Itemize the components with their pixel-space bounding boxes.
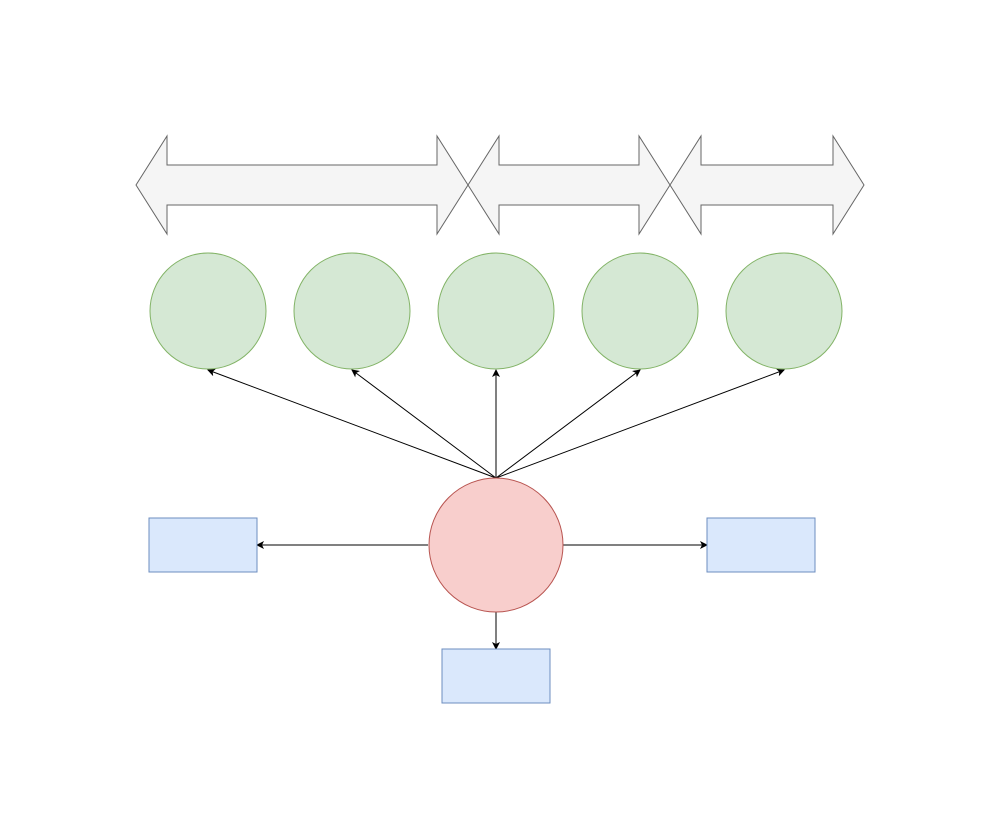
connector-center-to-green-1 — [207, 368, 497, 479]
blue-box-left[interactable] — [148, 517, 258, 573]
blue-box-right[interactable] — [706, 517, 816, 573]
timeline-arrow-3[interactable] — [669, 134, 865, 236]
green-circle-5-shape — [725, 252, 843, 370]
green-circles — [149, 252, 843, 370]
timeline-arrow-2-shape — [467, 134, 671, 236]
connector-center-to-green-4 — [495, 369, 641, 479]
blue-box-right-shape — [706, 517, 816, 573]
connector-center-to-green-5 — [495, 368, 785, 479]
green-circle-2-shape — [293, 252, 411, 370]
green-circle-1-shape — [149, 252, 267, 370]
green-circle-3[interactable] — [437, 252, 555, 370]
green-circle-4-shape — [581, 252, 699, 370]
blue-box-left-shape — [148, 517, 258, 573]
timeline-arrow-1[interactable] — [135, 134, 469, 236]
blue-box-bottom-shape — [441, 648, 551, 704]
center-circle[interactable] — [428, 477, 564, 613]
blue-box-bottom[interactable] — [441, 648, 551, 704]
green-circle-2[interactable] — [293, 252, 411, 370]
timeline-arrows — [135, 134, 865, 236]
green-circle-4[interactable] — [581, 252, 699, 370]
green-circle-3-shape — [437, 252, 555, 370]
timeline-arrow-1-shape — [135, 134, 469, 236]
green-circle-1[interactable] — [149, 252, 267, 370]
blue-boxes — [148, 517, 816, 704]
timeline-arrow-2[interactable] — [467, 134, 671, 236]
connector-center-to-green-2 — [351, 369, 497, 479]
connectors — [207, 368, 785, 650]
center-circle-shape — [428, 477, 564, 613]
green-circle-5[interactable] — [725, 252, 843, 370]
timeline-arrow-3-shape — [669, 134, 865, 236]
